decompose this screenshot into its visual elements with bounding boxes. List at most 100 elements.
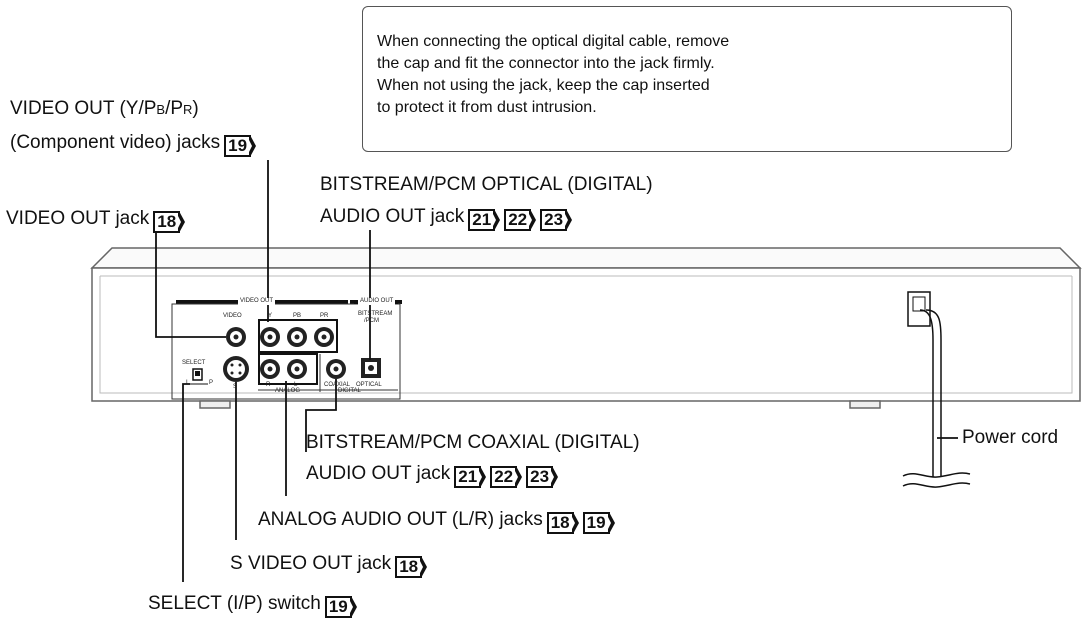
page-ref: 22 [504,209,537,231]
page-ref-number: 21 [468,209,496,231]
callout-optical-line1: BITSTREAM/PCM OPTICAL (DIGITAL) [320,174,653,196]
callout-text: VIDEO OUT jack [6,208,150,229]
page-ref: 19 [224,135,257,157]
pb-jack [287,327,307,347]
callout-text: (Component video) jacks [10,132,221,153]
ac-inlet [907,291,931,327]
page-ref-number: 23 [526,466,554,488]
panel-r-label: R [266,382,271,388]
leader-lines [155,160,958,582]
callout-coaxial-line1: BITSTREAM/PCM COAXIAL (DIGITAL) [306,432,640,454]
callout-subscript: R [183,102,193,117]
page-ref: 18 [546,512,579,534]
callout-power-cord: Power cord [962,427,1058,449]
panel-select-label: SELECT [182,360,206,366]
page-ref-arrow-icon [570,512,579,534]
page-ref-arrow-icon [492,209,501,231]
panel-i-label: I [186,380,188,386]
page-ref-number: 18 [546,512,574,534]
page-ref: 21 [468,209,501,231]
page-ref-number: 19 [224,135,252,157]
panel-audio-out-label: AUDIO OUT [358,298,396,305]
page-ref: 18 [153,211,186,233]
analog-jack-frame [258,353,318,385]
page-ref: 21 [454,466,487,488]
page-ref: 23 [526,466,559,488]
panel-p-label: P [209,380,214,386]
page-ref: 19 [324,596,357,618]
page-ref: 19 [582,512,615,534]
callout-text: AUDIO OUT jack [306,463,451,484]
s-video-jack [223,356,249,382]
panel-digital-label: DIGITAL [338,388,361,394]
panel-pcm-label: /PCM [364,318,379,324]
panel-video-label: VIDEO [223,313,242,319]
page-ref-number: 23 [540,209,568,231]
page-ref-arrow-icon [478,466,487,488]
panel-optical-label: OPTICAL [356,382,382,388]
page-ref-number: 19 [582,512,610,534]
page-ref-number: 19 [324,596,352,618]
callout-text: BITSTREAM/PCM COAXIAL (DIGITAL) [306,432,640,453]
optical-cable-note: When connecting the optical digital cabl… [362,6,1012,152]
page-ref-arrow-icon [177,211,186,233]
pr-jack [314,327,334,347]
page-ref-arrow-icon [564,209,573,231]
note-line: When not using the jack, keep the cap in… [377,77,710,94]
optical-jack [361,358,381,378]
page-ref-number: 22 [490,466,518,488]
power-cord [902,309,971,488]
page-ref-number: 22 [504,209,532,231]
page-ref-arrow-icon [550,466,559,488]
page-ref: 23 [540,209,573,231]
callout-text: S VIDEO OUT jack [230,553,392,574]
page-ref-arrow-icon [606,512,615,534]
page-ref-arrow-icon [528,209,537,231]
note-text: When connecting the optical digital cabl… [377,31,729,119]
panel-y-label: Y [268,313,273,319]
panel-pb-label: PB [293,313,302,319]
callout-text: AUDIO OUT jack [320,206,465,227]
panel-analog-label: ANALOG [275,388,301,394]
callout-text: ) [192,98,199,119]
note-line: the cap and fit the connector into the j… [377,55,715,72]
panel-video-out-label: VIDEO OUT [238,298,276,305]
callout-text: ANALOG AUDIO OUT (L/R) jacks [258,509,543,530]
page-ref-number: 18 [153,211,181,233]
select-switch [188,368,208,385]
player-body [90,247,1082,409]
callout-text: /P [165,98,184,119]
analog-r-jack [260,359,280,379]
page-ref-arrow-icon [514,466,523,488]
panel-pr-label: PR [320,313,329,319]
page-ref-number: 18 [395,556,423,578]
coaxial-jack [326,359,346,379]
page-ref-number: 21 [454,466,482,488]
callout-text: BITSTREAM/PCM OPTICAL (DIGITAL) [320,174,653,195]
page-ref-arrow-icon [348,596,357,618]
callout-video-out-ypbpr: VIDEO OUT (Y/PB/PR) [10,98,199,121]
callout-text: Power cord [962,427,1059,448]
y-jack [260,327,280,347]
page-ref-arrow-icon [248,135,257,157]
panel-bitstream-label: BITSTREAM [358,311,393,317]
video-jack [226,327,246,347]
page-ref: 18 [395,556,428,578]
analog-l-jack [287,359,307,379]
note-line: When connecting the optical digital cabl… [377,33,730,50]
panel-coaxial-label: COAXIAL [324,382,351,388]
panel-l-label: L [294,382,298,388]
callout-text: SELECT (I/P) switch [148,593,321,614]
page-ref: 22 [490,466,523,488]
panel-s-label: S [233,384,238,390]
component-jack-frame [258,319,338,353]
page-ref-arrow-icon [419,556,428,578]
note-line: to protect it from dust intrusion. [377,99,597,116]
